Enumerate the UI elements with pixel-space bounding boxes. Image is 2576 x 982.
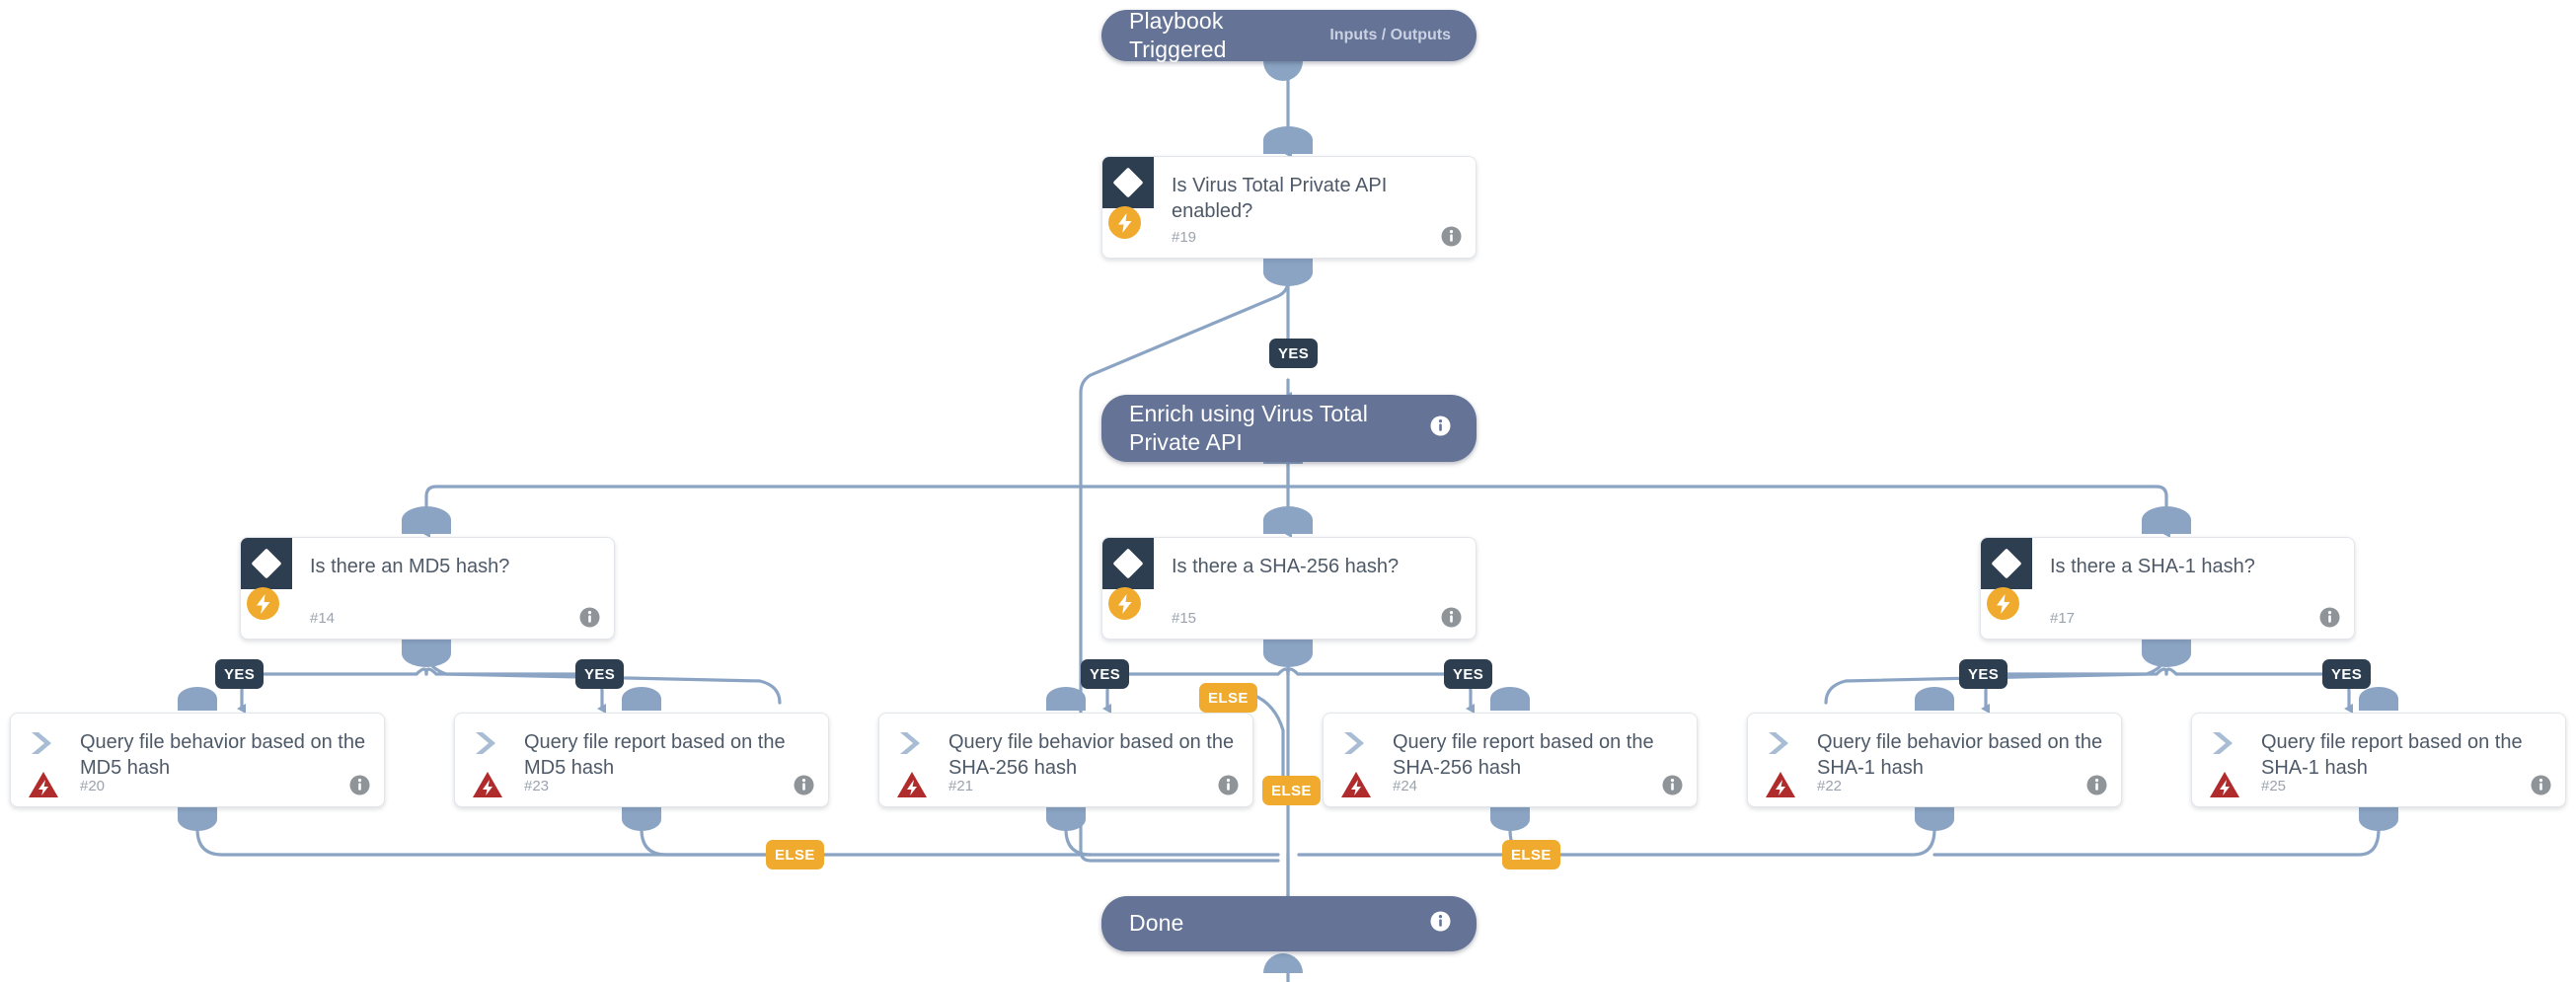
edge-label-yes-vt: YES bbox=[1269, 339, 1319, 368]
info-icon[interactable] bbox=[1441, 607, 1462, 628]
node-task-sha1-report[interactable]: Query file report based on the SHA-1 has… bbox=[2191, 713, 2566, 807]
diamond-icon bbox=[1102, 538, 1154, 589]
node-id: #17 bbox=[2050, 610, 2076, 627]
warning-triangle-icon bbox=[1765, 771, 1796, 798]
node-task-md5-behavior[interactable]: Query file behavior based on the MD5 has… bbox=[10, 713, 385, 807]
info-icon[interactable] bbox=[2319, 607, 2340, 628]
chevron-right-icon bbox=[28, 730, 57, 756]
node-id: #25 bbox=[2261, 778, 2287, 794]
warning-triangle-icon bbox=[472, 771, 503, 798]
node-done[interactable]: Done bbox=[1101, 896, 1477, 951]
node-title: Is Virus Total Private API enabled? bbox=[1172, 175, 1388, 222]
chevron-right-icon bbox=[1340, 730, 1370, 756]
info-icon[interactable] bbox=[2086, 775, 2107, 795]
info-icon[interactable] bbox=[794, 775, 814, 795]
node-title: Done bbox=[1129, 910, 1184, 937]
edge-label-else-left: ELSE bbox=[766, 840, 824, 869]
node-id: #22 bbox=[1817, 778, 1843, 794]
bolt-badge-icon bbox=[1108, 206, 1141, 239]
edge-label-else-center: ELSE bbox=[1262, 776, 1321, 805]
node-title: Query file report based on the MD5 hash bbox=[524, 731, 786, 779]
node-title: Query file report based on the SHA-1 has… bbox=[2261, 731, 2523, 779]
info-icon[interactable] bbox=[349, 775, 370, 795]
warning-triangle-icon bbox=[28, 771, 59, 798]
node-title: Query file behavior based on the SHA-1 h… bbox=[1817, 731, 2103, 779]
node-id: #21 bbox=[948, 778, 974, 794]
node-enrich-virus-total[interactable]: Enrich using Virus Total Private API bbox=[1101, 395, 1477, 462]
diamond-icon bbox=[1981, 538, 2032, 589]
info-icon[interactable] bbox=[1441, 226, 1462, 247]
info-icon[interactable] bbox=[1662, 775, 1683, 795]
node-id: #14 bbox=[310, 610, 336, 627]
bolt-badge-icon bbox=[1987, 587, 2019, 620]
inputs-outputs-label[interactable]: Inputs / Outputs bbox=[1329, 27, 1451, 43]
node-condition-md5[interactable]: Is there an MD5 hash? #14 bbox=[240, 537, 615, 640]
chevron-right-icon bbox=[1765, 730, 1794, 756]
node-title: Query file report based on the SHA-256 h… bbox=[1393, 731, 1654, 779]
edge-label-yes-sha256-right: YES bbox=[1444, 659, 1493, 689]
edge-label-else-sha256-top: ELSE bbox=[1199, 683, 1257, 713]
edge-label-yes-sha256-left: YES bbox=[1081, 659, 1130, 689]
edge-label-yes-md5-left: YES bbox=[215, 659, 265, 689]
node-title: Is there a SHA-1 hash? bbox=[2050, 556, 2255, 577]
node-id: #20 bbox=[80, 778, 106, 794]
info-icon[interactable] bbox=[579, 607, 600, 628]
info-icon[interactable] bbox=[1430, 415, 1451, 441]
node-condition-sha256[interactable]: Is there a SHA-256 hash? #15 bbox=[1101, 537, 1477, 640]
node-title: Is there an MD5 hash? bbox=[310, 556, 510, 577]
node-title: Playbook Triggered bbox=[1129, 7, 1227, 62]
edge-label-yes-md5-right: YES bbox=[575, 659, 625, 689]
node-title: Enrich using Virus Total Private API bbox=[1129, 400, 1368, 455]
node-condition-vt-enabled[interactable]: Is Virus Total Private API enabled? #19 bbox=[1101, 156, 1477, 259]
node-task-md5-report[interactable]: Query file report based on the MD5 hash … bbox=[454, 713, 829, 807]
warning-triangle-icon bbox=[1340, 771, 1372, 798]
node-title: Is there a SHA-256 hash? bbox=[1172, 556, 1400, 577]
bolt-badge-icon bbox=[1108, 587, 1141, 620]
node-id: #19 bbox=[1172, 229, 1197, 246]
warning-triangle-icon bbox=[896, 771, 928, 798]
chevron-right-icon bbox=[2209, 730, 2238, 756]
chevron-right-icon bbox=[472, 730, 501, 756]
info-icon[interactable] bbox=[1430, 911, 1451, 937]
info-icon[interactable] bbox=[2531, 775, 2551, 795]
edge-label-yes-sha1-right: YES bbox=[2322, 659, 2372, 689]
warning-triangle-icon bbox=[2209, 771, 2240, 798]
edge-label-yes-sha1-left: YES bbox=[1959, 659, 2008, 689]
info-icon[interactable] bbox=[1218, 775, 1239, 795]
node-title: Query file behavior based on the SHA-256… bbox=[948, 731, 1235, 779]
node-task-sha256-report[interactable]: Query file report based on the SHA-256 h… bbox=[1323, 713, 1698, 807]
diamond-icon bbox=[241, 538, 292, 589]
node-id: #15 bbox=[1172, 610, 1197, 627]
diamond-icon bbox=[1102, 157, 1154, 208]
node-playbook-triggered[interactable]: Playbook Triggered Inputs / Outputs bbox=[1101, 8, 1477, 62]
node-title: Query file behavior based on the MD5 has… bbox=[80, 731, 366, 779]
node-task-sha256-behavior[interactable]: Query file behavior based on the SHA-256… bbox=[878, 713, 1253, 807]
node-id: #24 bbox=[1393, 778, 1418, 794]
edge-label-else-right: ELSE bbox=[1502, 840, 1560, 869]
node-id: #23 bbox=[524, 778, 550, 794]
node-task-sha1-behavior[interactable]: Query file behavior based on the SHA-1 h… bbox=[1747, 713, 2122, 807]
chevron-right-icon bbox=[896, 730, 926, 756]
bolt-badge-icon bbox=[247, 587, 279, 620]
node-condition-sha1[interactable]: Is there a SHA-1 hash? #17 bbox=[1980, 537, 2355, 640]
